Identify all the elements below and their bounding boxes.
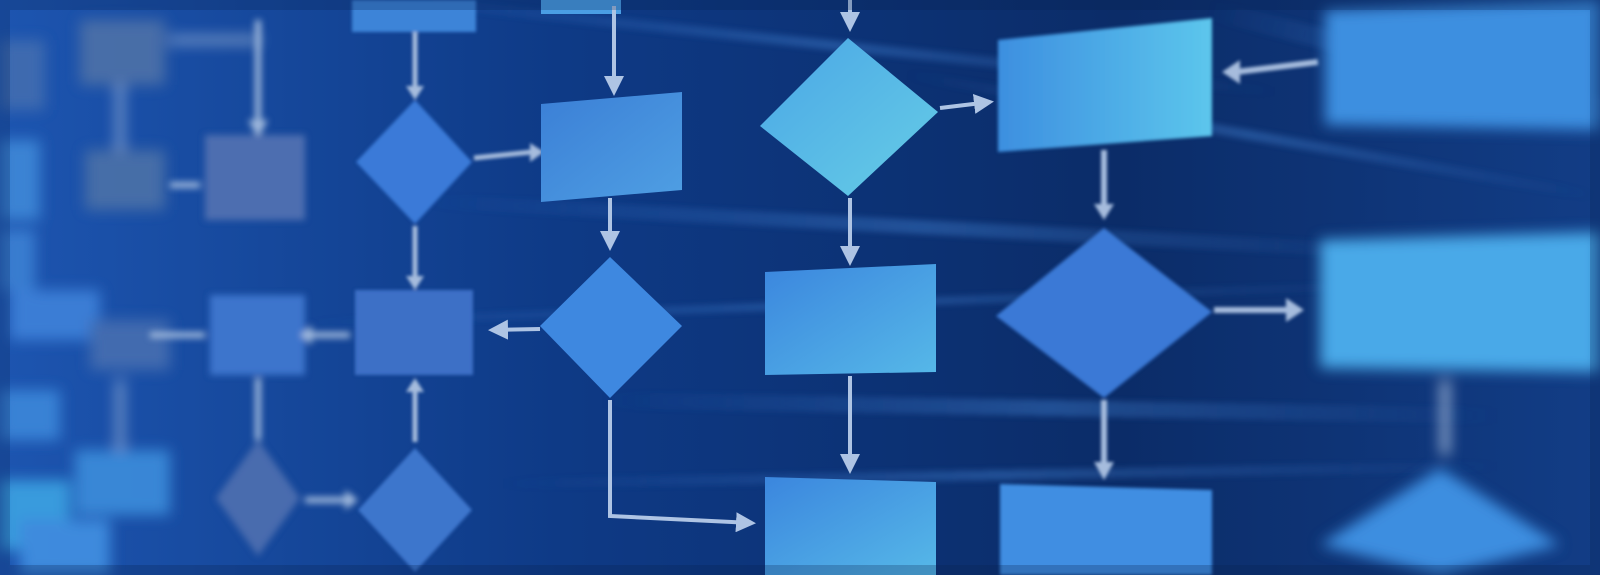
decision-diamond bbox=[760, 38, 938, 196]
decision-diamond bbox=[540, 257, 682, 398]
background-flowchart-far-left bbox=[0, 20, 260, 575]
process-box bbox=[765, 264, 936, 375]
flowchart-column-5 bbox=[760, 0, 994, 575]
process-box bbox=[765, 477, 936, 575]
decision-diamond bbox=[356, 100, 472, 224]
flowchart-column-6 bbox=[996, 18, 1319, 575]
flowchart-column-7 bbox=[1320, 0, 1600, 575]
process-box bbox=[541, 0, 621, 14]
process-box bbox=[355, 290, 473, 375]
flowchart-column-4 bbox=[488, 0, 756, 533]
background-flowchart-left bbox=[150, 20, 358, 556]
decision-diamond bbox=[996, 228, 1212, 398]
decision-diamond bbox=[358, 448, 472, 572]
process-box bbox=[1000, 484, 1212, 575]
process-box bbox=[541, 92, 682, 202]
process-box bbox=[352, 0, 476, 32]
flowchart-column-3 bbox=[352, 0, 544, 572]
process-box bbox=[998, 18, 1212, 152]
